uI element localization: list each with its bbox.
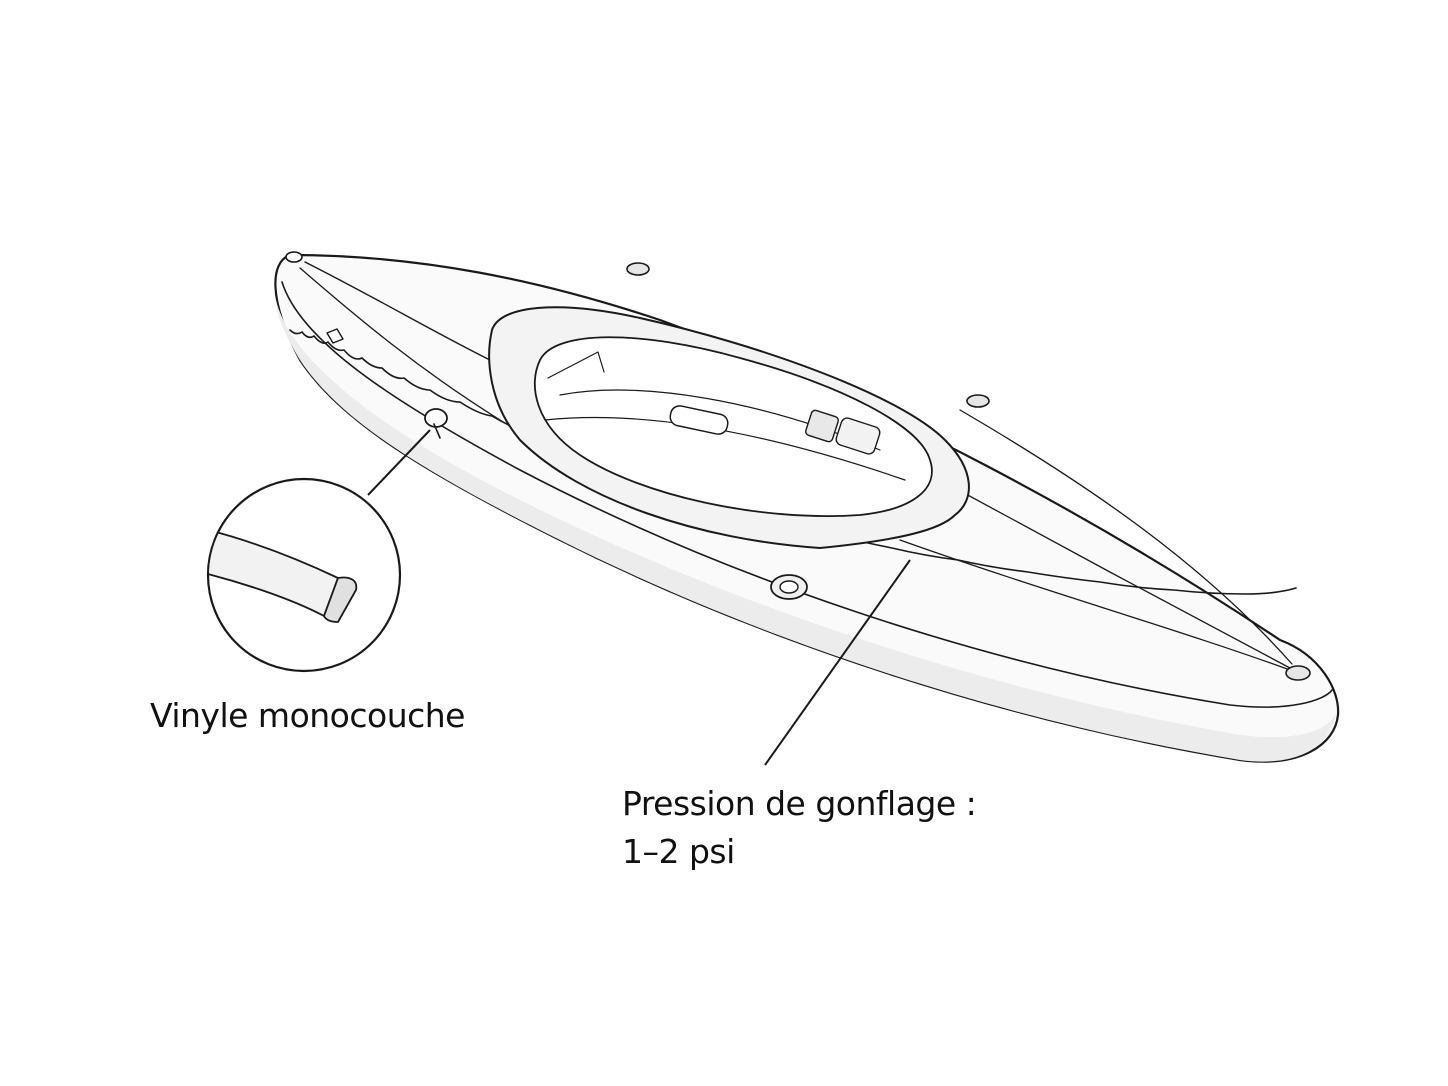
cockpit-opening <box>533 336 933 518</box>
valve-small-tab <box>433 423 441 439</box>
valve-small <box>424 408 448 428</box>
valve-large-inner <box>779 580 799 594</box>
footrest-block <box>805 409 839 443</box>
pressure-label: Pression de gonflage : 1–2 psi <box>622 780 977 876</box>
deck-line-right <box>939 479 1291 669</box>
deck-line-right-3 <box>899 539 1291 671</box>
cockpit-wall <box>547 351 605 379</box>
material-leader-line <box>367 429 431 496</box>
pressure-label-line1: Pression de gonflage : <box>622 784 977 823</box>
kayak-hull <box>274 251 1340 763</box>
side-clip <box>326 328 344 344</box>
pressure-leader-line <box>764 559 911 766</box>
deck-line-right-2 <box>959 409 1293 665</box>
stern-grommet <box>1285 665 1311 681</box>
bow-grommet <box>285 251 303 263</box>
pressure-label-line2: 1–2 psi <box>622 832 735 871</box>
vinyl-layer-sample <box>209 526 358 623</box>
footrest-block-2 <box>835 417 881 455</box>
deck-grommet-2 <box>966 394 990 408</box>
seat-pad <box>669 405 729 435</box>
material-label: Vinyle monocouche <box>150 696 465 735</box>
deck-grommet-1 <box>626 262 650 276</box>
deck-line-left <box>304 261 491 361</box>
hull-tube-line <box>281 281 1333 708</box>
material-callout <box>206 429 431 673</box>
